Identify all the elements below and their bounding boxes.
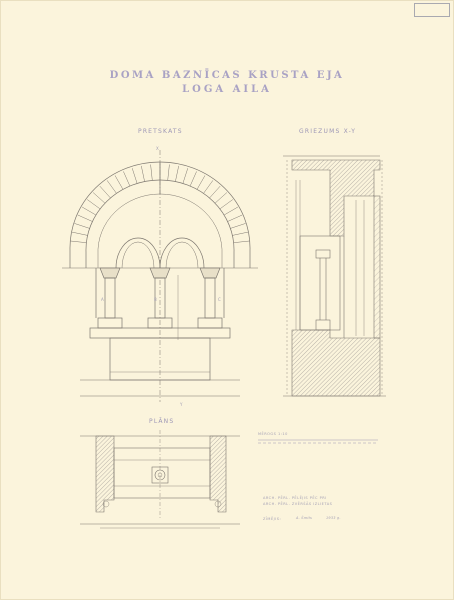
voussoir-joint (131, 168, 138, 184)
drawn-year: 1933 g. (326, 516, 341, 520)
voussoir-joint (114, 175, 124, 190)
voussoir-joint (230, 223, 246, 229)
voussoir-joint (175, 165, 179, 182)
voussoir-joint (123, 171, 131, 187)
left-sub-arch (115, 237, 161, 269)
right-column (204, 277, 216, 319)
voussoir-joint (92, 192, 106, 204)
center-capital (149, 267, 171, 279)
axis-label-x: X (156, 146, 160, 151)
voussoir-joint (74, 223, 90, 229)
note-line-2: ARCH. PĒRL. ZVĒRŠĀS IZLIETAS (263, 502, 333, 506)
section-capital (315, 249, 331, 259)
drawn-by-label: ZĪMĒJIS: (263, 517, 282, 521)
voussoir-joint (209, 185, 221, 199)
axis-label-y: Y (180, 402, 183, 407)
section-upper-masonry (291, 159, 381, 237)
voussoir-joint (167, 164, 170, 181)
voussoir-joint (196, 175, 206, 190)
voussoir-joint (87, 199, 101, 210)
voussoir-joint (106, 180, 117, 194)
left-capital (99, 267, 121, 279)
scale-label: MĒROGS 1:10 (258, 432, 288, 436)
left-sub-arch-inner (121, 241, 155, 269)
voussoir-joint (77, 214, 93, 222)
archive-stamp (414, 3, 450, 17)
voussoir-joint (227, 214, 243, 222)
voussoir-joint (233, 240, 250, 243)
voussoir-band (70, 164, 250, 243)
right-base (197, 317, 223, 329)
voussoir-joint (71, 231, 88, 236)
section-view (283, 155, 386, 397)
plan-left-pier (95, 435, 115, 513)
right-sub-arch (159, 237, 205, 269)
voussoir-joint (141, 165, 145, 182)
section-view-label: GRIEZUMS X-Y (299, 128, 357, 135)
section-right-wall (373, 195, 381, 339)
label-a: A (101, 297, 105, 302)
plan-opening (113, 447, 211, 499)
voussoir-joint (70, 240, 87, 243)
note-line-1: ARCH. PĒRL. PĒLĒJIS PĒC PRI (263, 496, 327, 500)
drawing-title: DOMA BAZNĪCAS KRUSTA EJA (109, 70, 345, 81)
right-sub-arch-inner (165, 241, 199, 269)
left-column (104, 277, 116, 319)
front-view-label: PRETSKATS (138, 128, 183, 135)
left-base (97, 317, 123, 329)
front-elevation (62, 150, 258, 402)
voussoir-joint (214, 192, 228, 204)
section-lower-masonry (291, 329, 381, 397)
drawn-by-signature: A. Šmits (296, 516, 313, 520)
voussoir-joint (223, 206, 239, 216)
voussoir-joint (232, 231, 249, 236)
voussoir-joint (99, 185, 111, 199)
voussoir-joint (203, 180, 214, 194)
voussoir-joint (219, 199, 233, 210)
voussoir-joint (182, 168, 189, 184)
voussoir-joint (81, 206, 97, 216)
right-capital (199, 267, 221, 279)
plan-right-pier (209, 435, 227, 513)
plan-view-label: PLĀNS (149, 418, 175, 425)
label-c: C (218, 297, 222, 302)
drawing-subtitle: LOGA AILA (182, 84, 272, 95)
section-base (315, 319, 331, 331)
scale-bar (258, 439, 378, 444)
plan-view (80, 430, 240, 529)
label-b: B (154, 297, 158, 302)
voussoir-joint (189, 171, 197, 187)
voussoir-joint (150, 164, 153, 181)
